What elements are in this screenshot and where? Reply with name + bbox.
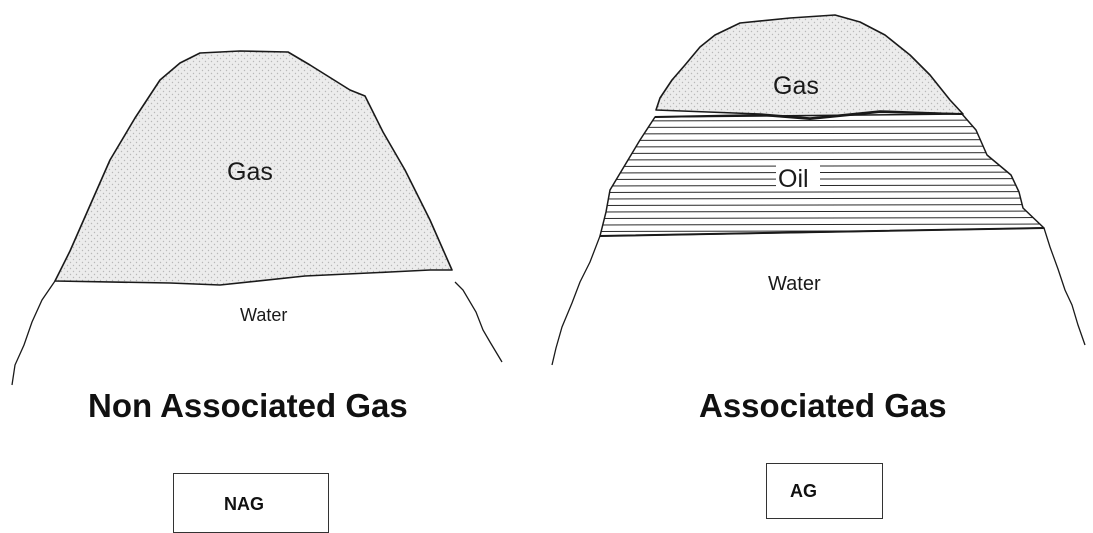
nag-trap: Gas Water	[11, 50, 503, 386]
oil-hatch-line	[600, 158, 1044, 161]
oil-hatch-line	[600, 139, 1044, 141]
oil-hatch-line	[600, 132, 1044, 135]
nag-caption: Non Associated Gas	[88, 387, 408, 424]
ag-trap: Gas Oil Water	[551, 14, 1086, 366]
oil-hatch-line	[600, 126, 1044, 128]
ag-gas-zone	[655, 14, 964, 119]
nag-abbreviation: NAG	[224, 494, 264, 514]
ag-abbreviation: AG	[790, 481, 817, 501]
nag-left-flank	[11, 280, 56, 386]
oil-hatch-line	[600, 204, 1044, 206]
oil-hatch-line	[600, 197, 1044, 200]
oil-hatch-line	[600, 217, 1044, 219]
oil-hatch-line	[600, 223, 1044, 226]
nag-abbreviation-box: NAG	[173, 473, 329, 533]
oil-hatch-line	[600, 152, 1044, 154]
oil-hatch-line	[600, 145, 1044, 148]
nag-gas-label: Gas	[227, 158, 273, 186]
ag-water-label: Water	[768, 273, 821, 295]
ag-oil-label: Oil	[778, 165, 809, 193]
ag-caption: Associated Gas	[699, 387, 947, 424]
nag-gas-zone	[54, 50, 453, 286]
ag-right-flank	[1043, 227, 1086, 346]
ag-gas-label: Gas	[773, 72, 819, 100]
nag-right-flank	[454, 281, 503, 363]
ag-left-flank	[551, 235, 601, 366]
ag-abbreviation-box: AG	[766, 463, 883, 519]
oil-hatch-line	[600, 119, 1044, 122]
oil-hatch-line	[600, 210, 1044, 213]
nag-water-label: Water	[240, 305, 287, 325]
ag-oil-water-contact	[599, 227, 1045, 237]
oil-hatch-line	[600, 191, 1044, 193]
